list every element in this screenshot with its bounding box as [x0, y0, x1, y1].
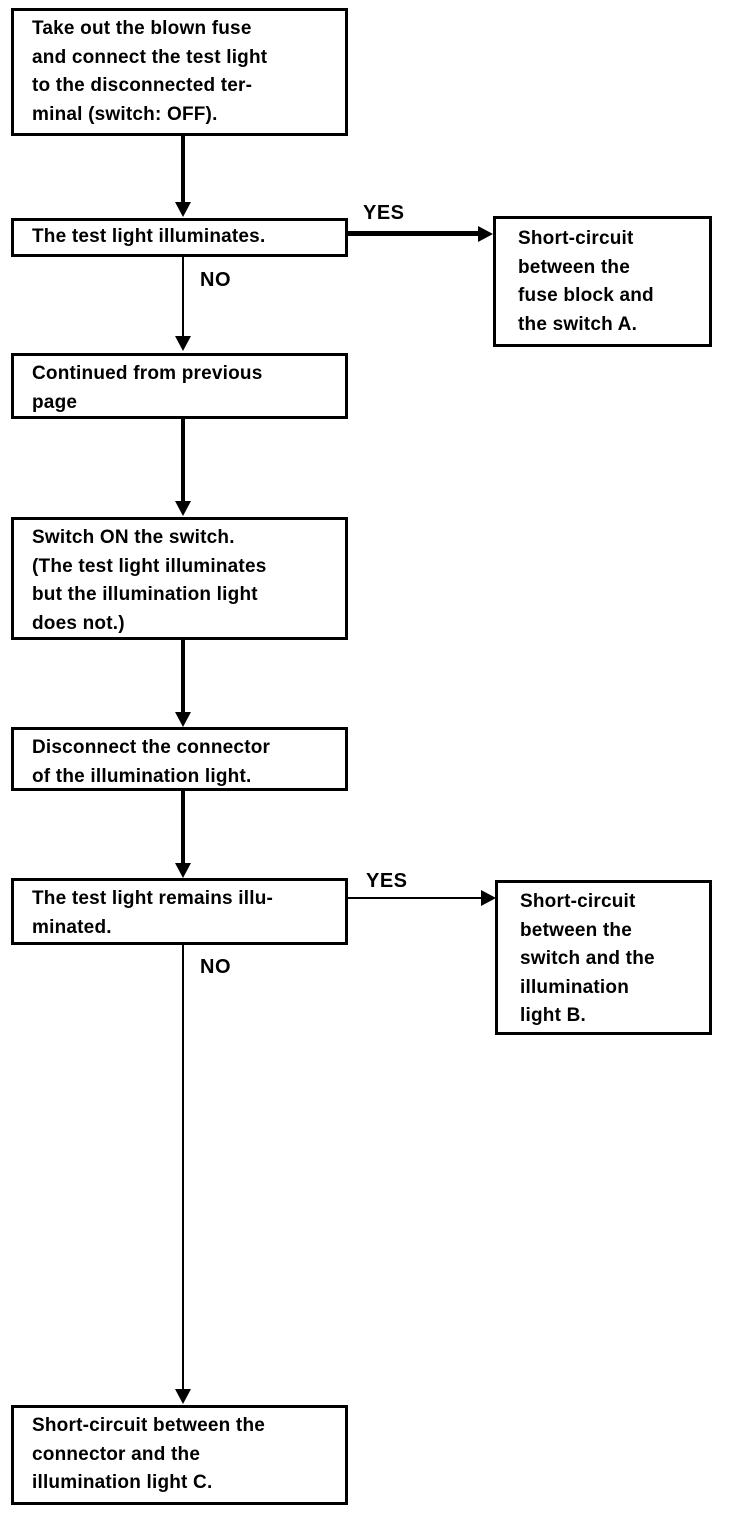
arrowhead-no-bottom — [175, 1389, 191, 1404]
node-continued-from-previous-page: Continued from previous page — [11, 353, 348, 419]
arrowhead-disconnect-to-remains — [175, 863, 191, 878]
node-short-circuit-fuse-block-switch-a: Short-circuit between the fuse block and… — [493, 216, 712, 347]
arrowhead-no-top — [175, 336, 191, 351]
connector-line-no-bottom — [182, 945, 184, 1392]
node-short-circuit-connector-illumination-c: Short-circuit between the connector and … — [11, 1405, 348, 1505]
arrowhead-continued-to-switch-on — [175, 501, 191, 516]
branch-label-no-top: NO — [200, 269, 231, 291]
arrowhead-switch-on-to-disconnect — [175, 712, 191, 727]
connector-line-disconnect-to-remains — [181, 791, 185, 865]
node-disconnect-connector: Disconnect the connector of the illumina… — [11, 727, 348, 791]
arrowhead-fuse-to-illuminates — [175, 202, 191, 217]
node-take-out-fuse: Take out the blown fuse and connect the … — [11, 8, 348, 136]
connector-line-continued-to-switch-on — [181, 419, 185, 503]
arrowhead-yes-bottom — [481, 890, 496, 906]
node-test-light-remains-illuminated: The test light remains illu- minated. — [11, 878, 348, 945]
branch-label-no-bottom: NO — [200, 956, 231, 978]
connector-line-switch-on-to-disconnect — [181, 640, 185, 714]
connector-line-fuse-to-illuminates — [181, 136, 185, 204]
node-test-light-illuminates: The test light illuminates. — [11, 218, 348, 257]
branch-label-yes-top: YES — [363, 202, 405, 224]
node-short-circuit-switch-illumination-b: Short-circuit between the switch and the… — [495, 880, 712, 1035]
connector-line-yes-bottom — [348, 897, 491, 899]
arrowhead-yes-top — [478, 226, 493, 242]
connector-line-no-top — [182, 257, 184, 339]
node-switch-on-the-switch: Switch ON the switch. (The test light il… — [11, 517, 348, 640]
branch-label-yes-bottom: YES — [366, 870, 408, 892]
connector-line-yes-top — [346, 231, 486, 236]
